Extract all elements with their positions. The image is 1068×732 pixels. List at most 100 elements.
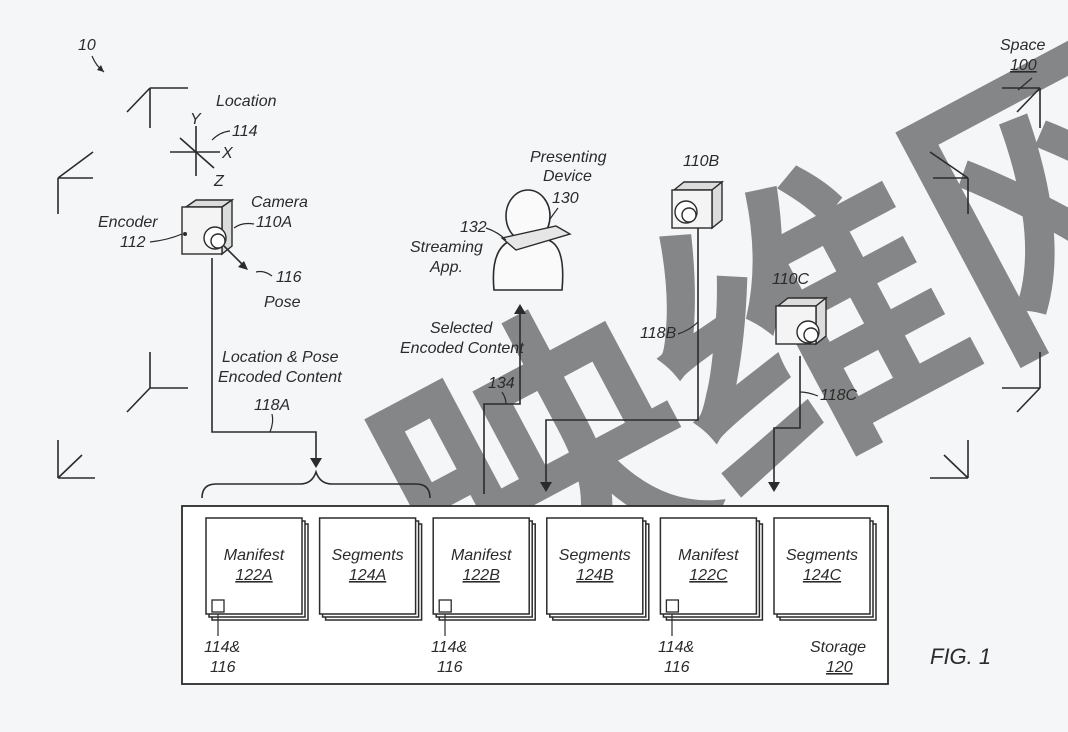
card-ref: 122A	[235, 567, 272, 584]
flow-118b-arrowhead	[540, 482, 552, 492]
card-ref: 122B	[463, 567, 501, 584]
flow-118a-line	[211, 258, 317, 462]
corner-top-right-front	[929, 151, 969, 214]
marker-label-line1: 114&	[658, 639, 694, 656]
figure-ref-arrowhead	[97, 65, 104, 72]
card-ref: 124C	[803, 567, 842, 584]
segment-group-brace	[201, 469, 431, 499]
corner-bottom-left-front	[57, 440, 95, 479]
card-ref: 124B	[576, 567, 614, 584]
marker-labels: 114&116 114&116 114&116	[204, 614, 694, 676]
figure-label: FIG. 1	[930, 644, 991, 669]
pose-ref: 116	[276, 269, 302, 286]
camera-a-ref: 110A	[256, 214, 292, 231]
card-title: Manifest	[451, 547, 512, 564]
flow-118c-arrowhead	[768, 482, 780, 492]
axis-z-label: Z	[213, 173, 225, 190]
axis-y-label: Y	[190, 111, 202, 128]
card-front-sheet	[773, 517, 871, 615]
pose-leader	[255, 270, 273, 277]
corner-bottom-right-front	[930, 440, 969, 479]
headset-display	[500, 225, 572, 251]
card-front-sheet	[659, 517, 758, 615]
user-body	[492, 239, 564, 291]
space-label: Space 100	[1000, 37, 1045, 91]
flow-134-ref: 134	[488, 375, 515, 392]
camera-c-lens-inner	[803, 327, 819, 343]
corner-top-right-back	[1002, 87, 1041, 128]
storage-item-124c: Segments 124C	[773, 517, 877, 621]
card-title: Segments	[332, 547, 404, 564]
figure-ref: 10	[78, 37, 105, 73]
flow-134-arrowhead	[514, 304, 526, 314]
storage-120: Manifest 122A Segments 124A Manifest 122B Segm…	[181, 505, 889, 685]
corner-bottom-right-back	[1002, 352, 1041, 413]
marker-label-line2: 116	[210, 659, 236, 676]
encoder-label: Encoder	[98, 214, 158, 231]
user-figure	[492, 189, 572, 291]
space-number: 100	[1010, 57, 1037, 74]
pose-marker-box	[438, 599, 452, 613]
storage-items: Manifest 122A Segments 124A Manifest 122B Segm…	[205, 517, 877, 621]
card-title: Manifest	[678, 547, 739, 564]
encoded-content-line1: Location & Pose	[222, 349, 339, 366]
location-axes: Location 114 Y X Z	[170, 93, 277, 190]
card-ref: 124A	[349, 567, 386, 584]
flow-118c-ref: 118C	[820, 387, 858, 404]
flow-118b-leader	[677, 321, 699, 335]
camera-110a: Camera 110A Encoder 112 116 Pose	[98, 194, 308, 311]
app-label-line1: Streaming	[410, 239, 483, 256]
card-title: Manifest	[224, 547, 285, 564]
location-label: Location	[216, 93, 277, 110]
figure-ref-number: 10	[78, 37, 96, 54]
presenting-device: Presenting Device 130 132 Streaming App.	[410, 149, 607, 291]
storage-item-122a: Manifest 122A	[205, 517, 309, 621]
storage-label: Storage	[810, 639, 866, 656]
storage-item-124b: Segments 124B	[546, 517, 650, 621]
space-title: Space	[1000, 37, 1045, 54]
marker-label-line2: 116	[664, 659, 690, 676]
storage-ref: 120	[826, 659, 853, 676]
selected-line2: Encoded Content	[400, 340, 524, 357]
encoder-leader	[149, 233, 183, 243]
storage-item-122b: Manifest 122B	[432, 517, 536, 621]
selected-line1: Selected	[430, 320, 493, 337]
flow-118b-ref: 118B	[640, 325, 677, 342]
app-leader	[485, 227, 507, 241]
flow-118a-leader	[269, 413, 274, 433]
flow-134-leader	[501, 391, 507, 405]
card-title: Segments	[559, 547, 631, 564]
pose-marker-box	[211, 599, 225, 613]
camera-b-ref: 110B	[683, 153, 720, 170]
marker-label-line1: 114&	[204, 639, 240, 656]
encoder-ref: 112	[120, 234, 146, 251]
marker-label-line1: 114&	[431, 639, 467, 656]
location-ref: 114	[232, 123, 258, 140]
corner-top-left-front	[57, 151, 94, 214]
flow-118b-line	[545, 228, 699, 484]
flow-118a-ref: 118A	[254, 397, 290, 414]
encoded-content-line2: Encoded Content	[218, 369, 342, 386]
flow-118a: Location & Pose Encoded Content 118A	[201, 258, 431, 499]
camera-a-lens-inner	[210, 233, 226, 249]
corner-bottom-left-back	[126, 352, 188, 413]
app-ref: 132	[460, 219, 487, 236]
space-corners	[57, 87, 1041, 479]
card-front-sheet	[318, 517, 417, 615]
camera-b-lens-inner	[681, 207, 697, 223]
app-label-line2: App.	[429, 259, 463, 276]
flow-134: Selected Encoded Content 134	[400, 304, 526, 494]
presenting-ref: 130	[552, 190, 579, 207]
camera-c-ref: 110C	[772, 271, 810, 288]
marker-label-line2: 116	[437, 659, 463, 676]
presenting-label-line1: Presenting	[530, 149, 607, 166]
camera-b-right	[711, 180, 723, 230]
card-title: Segments	[786, 547, 858, 564]
encoder-dot	[183, 232, 187, 236]
location-leader	[211, 130, 231, 141]
pose-label: Pose	[264, 294, 301, 311]
camera-a-leader	[233, 222, 255, 229]
